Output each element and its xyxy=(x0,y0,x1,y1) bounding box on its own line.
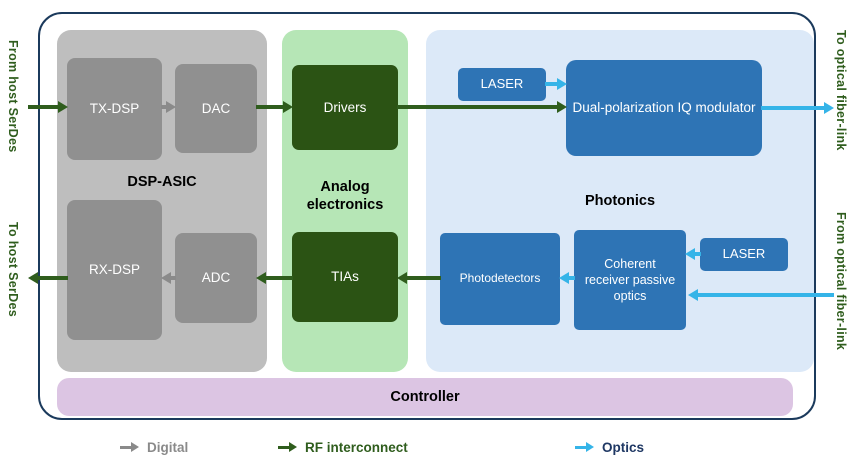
arrow-drivers-to-iq-modulator xyxy=(397,101,567,113)
photonics-section: LASER Dual-polarization IQ modulator Pho… xyxy=(426,30,814,372)
arrow-photodetectors-to-tias xyxy=(397,272,441,284)
rx-dsp-block: RX-DSP xyxy=(67,200,162,340)
optics-arrow-icon xyxy=(575,442,594,452)
legend-item-digital: Digital xyxy=(120,437,188,457)
arrow-adc-to-rx-dsp xyxy=(161,272,176,284)
drivers-block: Drivers xyxy=(292,65,398,150)
to-optical-fiber-label: To optical fiber-link xyxy=(834,30,848,151)
iq-modulator-block: Dual-polarization IQ modulator xyxy=(566,60,762,156)
photonics-label: Photonics xyxy=(584,193,656,209)
arrow-rx-dsp-to-host-serdes xyxy=(28,272,68,284)
coherent-receiver-block: Coherent receiver passive optics xyxy=(574,230,686,330)
legend-label-optics: Optics xyxy=(602,439,645,455)
arrow-dac-to-drivers xyxy=(256,101,293,113)
arrow-tias-to-adc xyxy=(256,272,293,284)
arrow-host-serdes-to-tx-dsp xyxy=(28,101,68,113)
legend-label-rf-interconnect: RF interconnect xyxy=(305,439,408,455)
legend: Digital RF interconnect Optics xyxy=(0,437,858,459)
controller-bar: Controller xyxy=(57,378,793,416)
from-host-serdes-label: From host SerDes xyxy=(6,40,20,153)
tias-block: TIAs xyxy=(292,232,398,322)
analog-electronics-label: Analog electronics xyxy=(306,179,384,214)
tx-dsp-block: TX-DSP xyxy=(67,58,162,160)
arrow-fiber-to-coherent-receiver xyxy=(688,289,834,301)
analog-electronics-section: Drivers Analog electronics TIAs xyxy=(282,30,408,372)
arrow-coherent-receiver-to-photodetectors xyxy=(559,272,575,284)
laser-rx-block: LASER xyxy=(700,238,788,271)
laser-tx-block: LASER xyxy=(458,68,546,101)
arrow-iq-modulator-to-fiber xyxy=(761,102,834,114)
adc-block: ADC xyxy=(175,233,257,323)
arrow-laser-to-iq-modulator xyxy=(545,78,567,90)
rf-arrow-icon xyxy=(278,442,297,452)
legend-label-digital: Digital xyxy=(147,439,189,455)
from-optical-fiber-label: From optical fiber-link xyxy=(834,212,848,351)
arrow-laser-to-coherent-receiver xyxy=(685,248,701,260)
dsp-asic-section: TX-DSP DAC DSP-ASIC RX-DSP ADC xyxy=(57,30,267,372)
digital-arrow-icon xyxy=(120,442,139,452)
arrow-tx-dsp-to-dac xyxy=(161,101,176,113)
legend-item-optics: Optics xyxy=(575,437,644,457)
legend-item-rf-interconnect: RF interconnect xyxy=(278,437,408,457)
dac-block: DAC xyxy=(175,64,257,153)
photodetectors-block: Photodetectors xyxy=(440,233,560,325)
dsp-asic-label: DSP-ASIC xyxy=(127,174,197,190)
to-host-serdes-label: To host SerDes xyxy=(6,222,20,317)
